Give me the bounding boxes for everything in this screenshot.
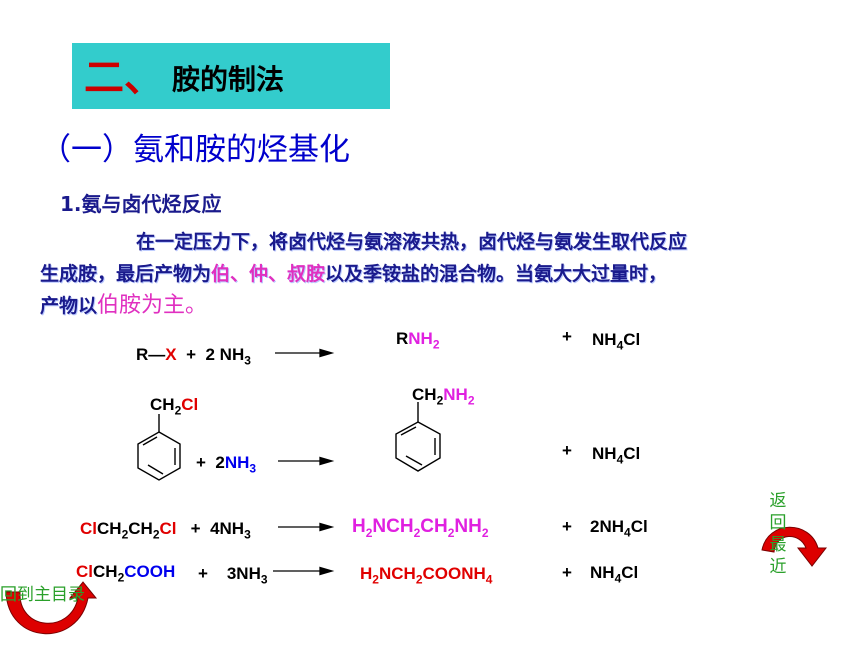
- benzene-ring-2-double: [400, 426, 417, 436]
- reaction-4-product: H2NCH2COONH4: [360, 564, 493, 587]
- benzene-ring-1-double: [142, 436, 158, 446]
- reaction-2-product: CH2NH2: [412, 385, 475, 408]
- reaction-arrow-4-head: [319, 566, 335, 576]
- para-line-1: 在一定压力下，将卤代烃与氨溶液共热，卤代烃与氨发生取代反应: [136, 231, 688, 253]
- reaction-1-product: RNH2: [396, 329, 440, 352]
- reaction-2-plus: +: [562, 441, 572, 460]
- reaction-1-reactants: R—X + 2 NH3: [136, 345, 251, 368]
- reaction-4-reactant: ClCH2COOH: [76, 562, 176, 585]
- reaction-4-byproduct: NH4Cl: [590, 563, 639, 586]
- para-line-3c: 。: [185, 293, 208, 318]
- title-number: 二、: [84, 55, 164, 101]
- reaction-2-reagent: + 2NH3: [196, 453, 257, 476]
- reaction-arrow-1-head: [319, 348, 335, 358]
- reaction-1-byproduct: NH4Cl: [592, 330, 641, 353]
- reaction-1-plus: +: [562, 327, 572, 346]
- reaction-3-plus: +: [562, 517, 572, 536]
- para-line-2c: 以及季铵盐的混合物。当氨大大过量时，: [325, 263, 668, 285]
- title-banner: [72, 43, 390, 109]
- back-recent-link[interactable]: 返 回 最 近: [769, 491, 787, 577]
- para-highlight-primary: 伯胺为主: [97, 293, 186, 318]
- reaction-arrow-3-head: [319, 522, 335, 532]
- para-line-3a: 产物以: [40, 295, 98, 317]
- reaction-arrow-2-head: [319, 456, 335, 466]
- reaction-2-byproduct: NH4Cl: [592, 444, 641, 467]
- reaction-3-reactants: ClCH2CH2Cl + 4NH3: [80, 519, 251, 542]
- reaction-3-product: H2NCH2CH2NH2: [352, 516, 489, 540]
- reaction-4-plus: +: [562, 563, 572, 582]
- para-highlight-amines: 伯、仲、叔胺: [211, 263, 326, 285]
- reaction-2-benzyl-chloride: CH2Cl: [150, 395, 199, 418]
- subsection-heading: 1.氨与卤代烃反应: [60, 192, 222, 216]
- para-line-2a: 生成胺，最后产物为: [40, 263, 212, 285]
- benzene-ring-1-double: [147, 464, 164, 475]
- benzene-ring-2: [395, 421, 441, 472]
- back-to-main-link[interactable]: 回到主目录: [0, 585, 85, 605]
- title-text: 胺的制法: [172, 63, 285, 96]
- body-paragraph: 在一定压力下，将卤代烃与氨溶液共热，卤代烃与氨发生取代反应 生成胺，最后产物为伯…: [40, 226, 840, 322]
- reaction-4-reagent: + 3NH3: [198, 564, 268, 587]
- benzene-ring-2-double: [405, 455, 423, 466]
- benzene-ring-1: [137, 431, 181, 481]
- section-heading: （一）氨和胺的烃基化: [40, 132, 350, 168]
- back-main-arrow-icon: [5, 581, 98, 635]
- reaction-3-byproduct: 2NH4Cl: [590, 517, 648, 540]
- back-recent-arrow-icon: [761, 526, 828, 567]
